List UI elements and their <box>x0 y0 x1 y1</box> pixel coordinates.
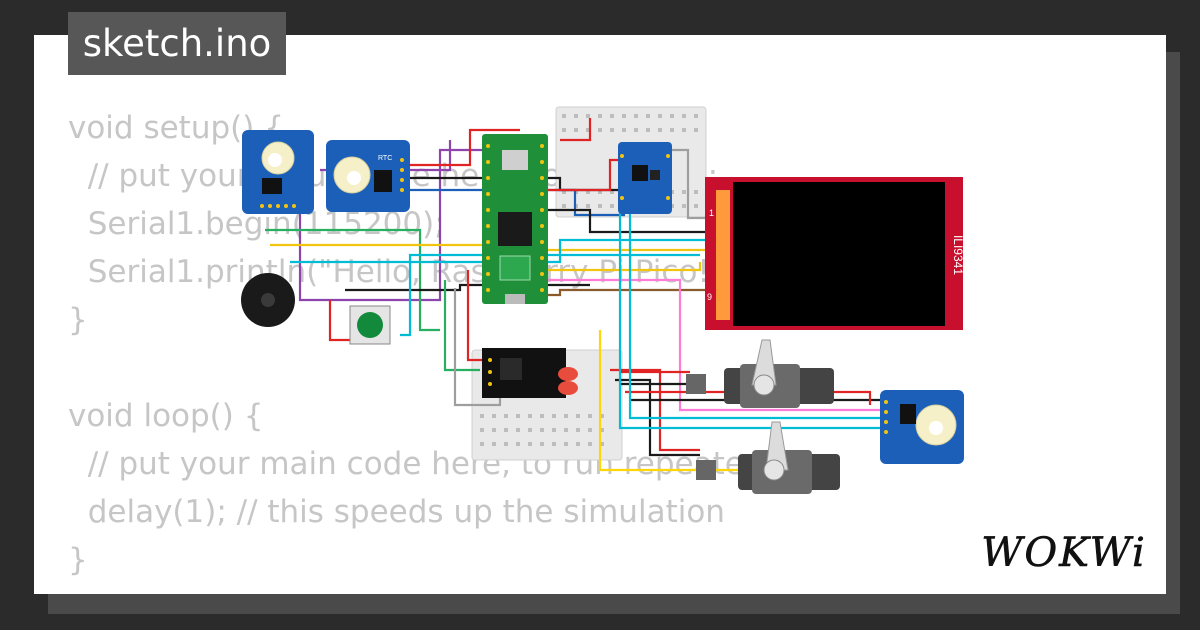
display-pin-1: 1 <box>709 208 714 218</box>
pushbutton[interactable] <box>349 305 391 345</box>
servo-top[interactable] <box>686 339 834 408</box>
rtc-label: RTC <box>378 155 392 162</box>
display-label: ILI9341 <box>951 235 965 275</box>
wifi-module[interactable] <box>482 348 566 398</box>
imu-module[interactable] <box>618 142 672 214</box>
code-line: void loop() { <box>68 398 264 434</box>
display-pin-9: 9 <box>707 292 712 302</box>
file-tab[interactable]: sketch.ino <box>68 12 286 75</box>
ili9341-display[interactable]: ILI9341 1 9 <box>705 177 965 330</box>
buzzer[interactable] <box>241 273 295 327</box>
code-line: } <box>68 542 88 578</box>
code-line: } <box>68 302 88 338</box>
rtc-module-right[interactable] <box>880 390 964 464</box>
led-pair[interactable] <box>558 367 578 395</box>
wokwi-logo: WOKWi <box>981 530 1147 577</box>
circuit-diagram: RTC ILI9341 1 9 <box>241 106 965 494</box>
raspberry-pi-pico[interactable] <box>482 134 548 304</box>
rtc-module-center[interactable]: RTC <box>326 140 410 212</box>
servo-bottom[interactable] <box>696 421 840 494</box>
rtc-module-left[interactable] <box>242 130 314 214</box>
brand-text: WOKWi <box>981 530 1147 576</box>
code-line: delay(1); // this speeds up the simulati… <box>68 494 725 530</box>
